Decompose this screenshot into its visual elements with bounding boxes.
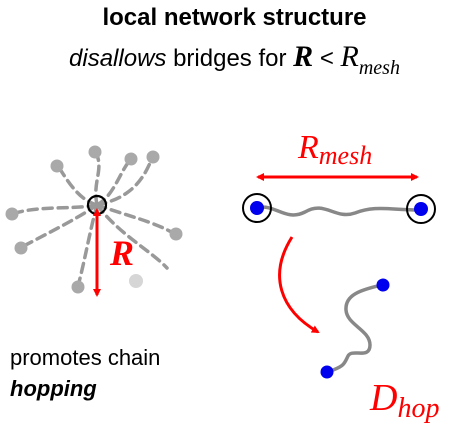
Rmesh-sub: mesh [319,141,372,170]
Rmesh-label: Rmesh [297,129,372,170]
chain-star [5,145,183,294]
chain-arm-3 [95,156,154,207]
chain-bead-light [129,274,143,288]
R-label: R [109,233,134,273]
bridge-chain [256,205,421,217]
chain-bead [146,150,160,164]
free-chain [327,283,383,374]
chain-bead [88,145,102,159]
subtitle-disallows: disallows [69,45,167,72]
Rmesh-main: R [297,129,319,166]
subtitle: disallows bridges for R < Rmesh [0,40,469,79]
left-anchor-ring [242,193,272,223]
right-anchor-bead [414,202,428,216]
subtitle-R-symbol: R [293,40,314,73]
Dhop-label: Dhop [369,377,439,424]
subtitle-Rmesh-symbol: R [340,40,359,73]
subtitle-Rmesh-subscript: mesh [358,57,400,79]
Dhop-main: D [369,377,397,419]
chain-arm-9 [95,203,169,270]
Dhop-sub: hop [397,393,439,424]
free-chain-end-top [376,278,390,292]
chain-bead [14,241,28,255]
chain-bead [124,152,138,166]
chain-bead [71,280,85,294]
right-anchor-ring [406,194,436,224]
title: local network structure [102,4,367,31]
caption-line1: promotes chain [10,345,161,370]
chain-bead [5,207,19,221]
hop-arrow [278,236,320,334]
left-anchor-bead [250,201,264,215]
chain-bead [50,159,64,173]
chain-bead [169,227,183,241]
subtitle-less-than: < [313,45,341,72]
caption-line2: hopping [10,376,97,401]
free-chain-end-bottom [320,365,334,379]
subtitle-middle: bridges for [166,45,294,72]
